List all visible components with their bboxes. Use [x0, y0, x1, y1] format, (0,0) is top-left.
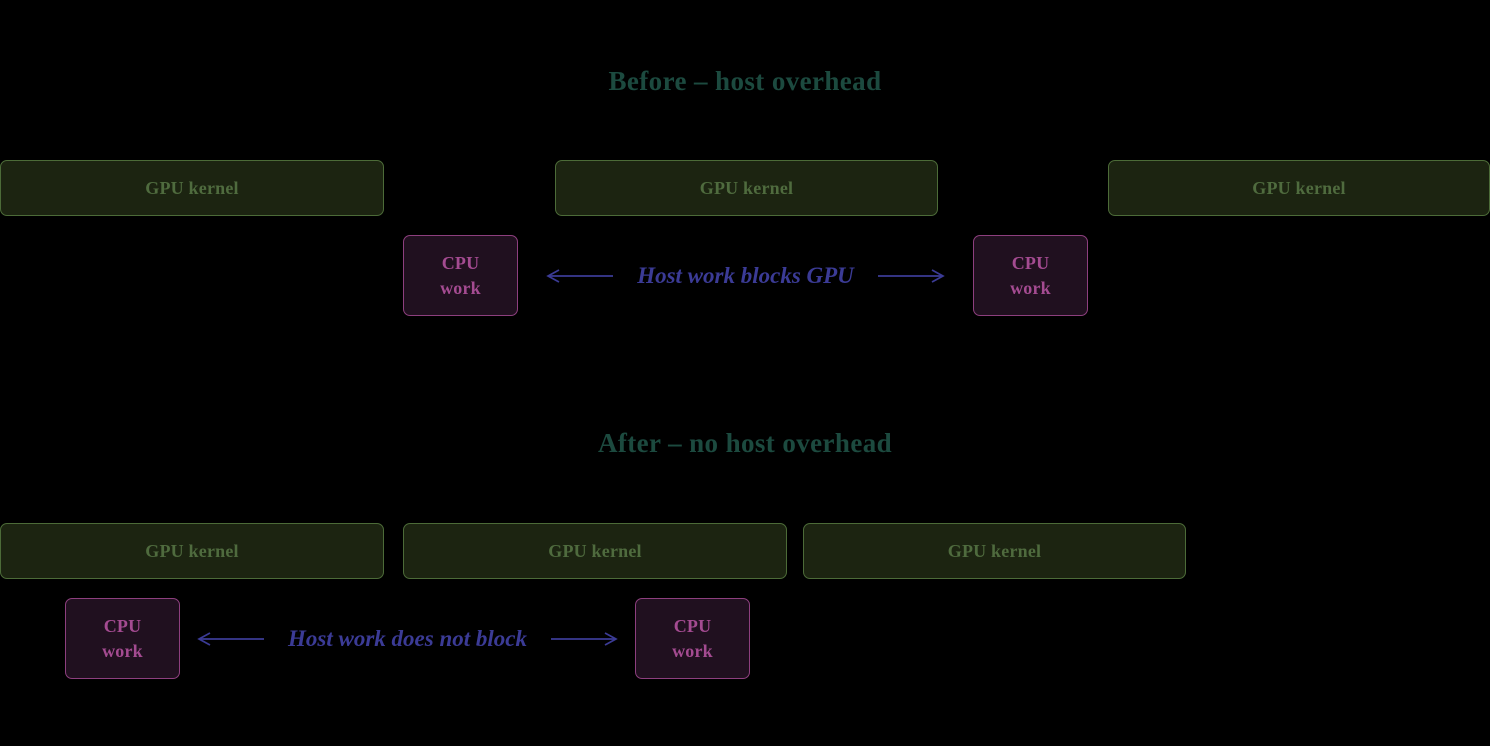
- annotation-text: Host work blocks GPU: [637, 263, 854, 288]
- cpu-work-label-line2: work: [102, 640, 143, 661]
- arrow-left-icon: [197, 632, 265, 646]
- arrow-right-icon: [877, 269, 945, 283]
- gpu-kernel-box-after-1: GPU kernel: [0, 523, 384, 579]
- gpu-kernel-label: GPU kernel: [548, 540, 642, 561]
- gpu-kernel-box-before-2: GPU kernel: [555, 160, 938, 216]
- arrow-right-icon: [550, 632, 618, 646]
- cpu-work-label-line1: CPU: [673, 616, 712, 637]
- gpu-kernel-label: GPU kernel: [1252, 177, 1346, 198]
- gpu-kernel-box-after-2: GPU kernel: [403, 523, 787, 579]
- annotation-after: Host work does not block: [180, 621, 635, 657]
- gpu-kernel-box-after-3: GPU kernel: [803, 523, 1186, 579]
- cpu-work-box-before-1: CPU work: [403, 235, 518, 316]
- cpu-work-label-line1: CPU: [441, 253, 480, 274]
- section-title-before: Before – host overhead: [608, 66, 882, 96]
- gpu-kernel-label: GPU kernel: [145, 177, 239, 198]
- gpu-kernel-label: GPU kernel: [145, 540, 239, 561]
- cpu-work-box-before-2: CPU work: [973, 235, 1088, 316]
- gpu-kernel-label: GPU kernel: [699, 177, 794, 198]
- cpu-work-label-line1: CPU: [103, 616, 142, 637]
- cpu-work-label-line1: CPU: [1011, 253, 1050, 274]
- gpu-kernel-box-before-3: GPU kernel: [1108, 160, 1490, 216]
- cpu-work-box-after-1: CPU work: [65, 598, 180, 679]
- cpu-work-box-after-2: CPU work: [635, 598, 750, 679]
- cpu-work-label-line2: work: [440, 277, 481, 298]
- cpu-work-label-line2: work: [672, 640, 713, 661]
- gpu-kernel-box-before-1: GPU kernel: [0, 160, 384, 216]
- section-title-after: After – no host overhead: [597, 428, 893, 458]
- cpu-work-label-line2: work: [1010, 277, 1051, 298]
- gpu-kernel-label: GPU kernel: [947, 540, 1042, 561]
- annotation-before: Host work blocks GPU: [518, 258, 973, 294]
- annotation-text: Host work does not block: [288, 626, 527, 651]
- arrow-left-icon: [546, 269, 614, 283]
